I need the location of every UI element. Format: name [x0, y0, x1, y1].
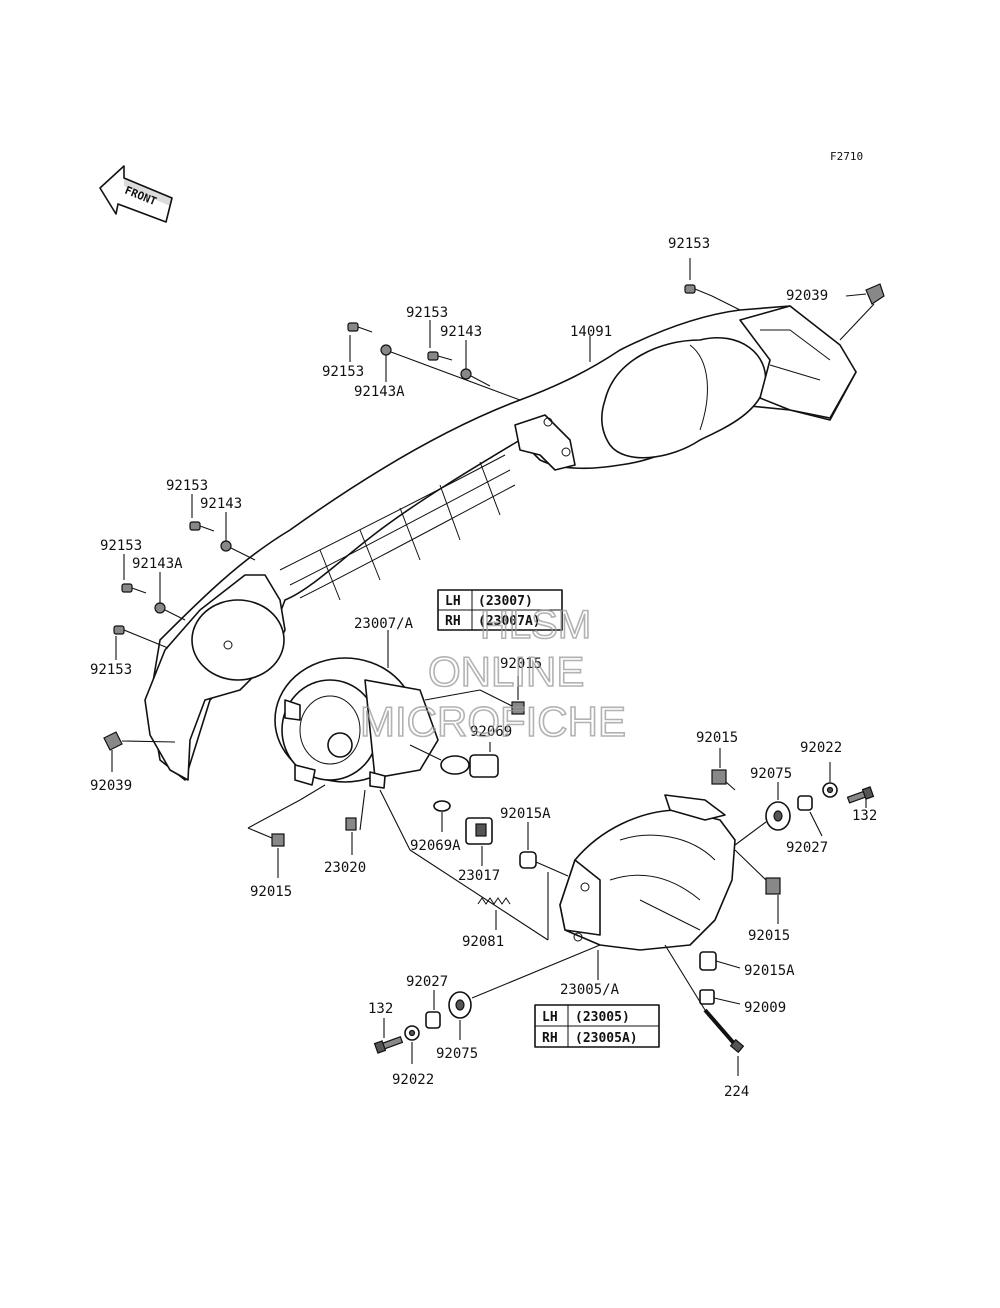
- front-arrow-icon: FRONT: [99, 165, 173, 223]
- label-92153-b: 92153: [322, 364, 364, 380]
- label-23007A: 23007/A: [354, 616, 414, 632]
- label-92143A-a: 92143A: [354, 384, 405, 400]
- table-23007-part-rh: (23007A): [478, 614, 541, 629]
- headlight-23007: [274, 630, 439, 789]
- bolt-132-b: [373, 1018, 404, 1054]
- fastener-92153-e: [113, 625, 169, 660]
- label-92022-a: 92022: [800, 740, 842, 756]
- label-92153-c: 92153: [166, 478, 208, 494]
- bolt-132-a: [846, 786, 875, 808]
- spring-92081: [379, 789, 549, 941]
- label-92039-bot: 92039: [90, 778, 132, 794]
- side-table-23007: LH (23007) RH (23007A): [437, 589, 563, 631]
- grommet-92015A-b: [699, 951, 741, 971]
- clip-92015-d: [734, 849, 781, 924]
- fastener-92153-a: [347, 322, 373, 362]
- grille-louvres: [279, 454, 516, 601]
- label-92039-top: 92039: [786, 288, 828, 304]
- fastener-92153-b: [427, 320, 453, 361]
- label-92143A-b: 92143A: [132, 556, 183, 572]
- label-23017: 23017: [458, 868, 500, 884]
- label-92143-b: 92143: [200, 496, 242, 512]
- label-92015-a: 92015: [500, 656, 542, 672]
- clip-92015-c: [711, 748, 736, 791]
- upper-cowl-14091: [144, 305, 857, 781]
- side-table-23005: LH (23005) RH (23005A): [534, 1004, 660, 1048]
- label-92153-a: 92153: [406, 305, 448, 321]
- clip-92039-bot: [103, 731, 176, 772]
- label-92069: 92069: [470, 724, 512, 740]
- label-92015A-b: 92015A: [744, 963, 795, 979]
- table-23007-part-lh: (23007): [478, 594, 533, 609]
- label-92015A-a: 92015A: [500, 806, 551, 822]
- figure-code: F2710: [830, 150, 863, 163]
- collar-92027-a: [797, 795, 823, 837]
- label-92027-b: 92027: [406, 974, 448, 990]
- label-92022-b: 92022: [392, 1072, 434, 1088]
- label-224: 224: [724, 1084, 749, 1100]
- label-92015-b: 92015: [250, 884, 292, 900]
- label-23005A: 23005/A: [560, 982, 620, 998]
- label-132-a: 132: [852, 808, 877, 824]
- clip-92015-b: [247, 784, 326, 878]
- bulb-92069A: [433, 800, 451, 832]
- label-92153-e: 92153: [90, 662, 132, 678]
- label-132-b: 132: [368, 1001, 393, 1017]
- washer-92143A-b: [154, 572, 186, 621]
- clip-23020: [345, 789, 366, 855]
- collar-92027-b: [425, 990, 441, 1029]
- washer-92022-b: [404, 1025, 420, 1064]
- label-92069A: 92069A: [410, 838, 461, 854]
- washer-92143-b: [220, 512, 256, 561]
- table-23005-part-rh: (23005A): [575, 1031, 638, 1046]
- clip-92039-top: [839, 283, 885, 341]
- label-92075-b: 92075: [436, 1046, 478, 1062]
- label-92143-a: 92143: [440, 324, 482, 340]
- table-23005-side-rh: RH: [542, 1031, 558, 1046]
- table-23005-part-lh: (23005): [575, 1010, 630, 1025]
- label-92153-d: 92153: [100, 538, 142, 554]
- washer-92022-a: [822, 762, 838, 798]
- label-92009: 92009: [744, 1000, 786, 1016]
- table-23007-side-lh: LH: [445, 594, 461, 609]
- fastener-92153-c: [189, 494, 215, 532]
- bolt-224: [664, 944, 745, 1076]
- label-92153-top: 92153: [668, 236, 710, 252]
- label-23020: 23020: [324, 860, 366, 876]
- label-92027-a: 92027: [786, 840, 828, 856]
- watermark-line2: ONLINE: [428, 648, 584, 695]
- housing-23005: [559, 794, 736, 980]
- bolt-92009: [699, 989, 741, 1005]
- label-14091: 14091: [570, 324, 612, 340]
- grommet-92075-b: [448, 944, 601, 1040]
- watermark-line3: MICROFICHE: [360, 698, 626, 745]
- bulb-92069: [409, 742, 499, 778]
- washer-92143A-a: [380, 344, 521, 401]
- label-92075-a: 92075: [750, 766, 792, 782]
- socket-23017: [465, 817, 493, 866]
- grommet-92015A-a: [519, 822, 569, 877]
- fastener-92153-d: [121, 554, 147, 594]
- table-23007-side-rh: RH: [445, 614, 461, 629]
- label-92081: 92081: [462, 934, 504, 950]
- table-23005-side-lh: LH: [542, 1010, 558, 1025]
- label-92015-c: 92015: [696, 730, 738, 746]
- clip-92015-a: [424, 676, 525, 715]
- watermark-line1: HLSM: [480, 603, 591, 647]
- label-92015-d: 92015: [748, 928, 790, 944]
- fastener-92153-top: [684, 258, 741, 311]
- grommet-92075-a: [734, 782, 791, 846]
- watermark: HLSM ONLINE MICROFICHE: [359, 602, 627, 746]
- washer-92143-a: [460, 340, 491, 387]
